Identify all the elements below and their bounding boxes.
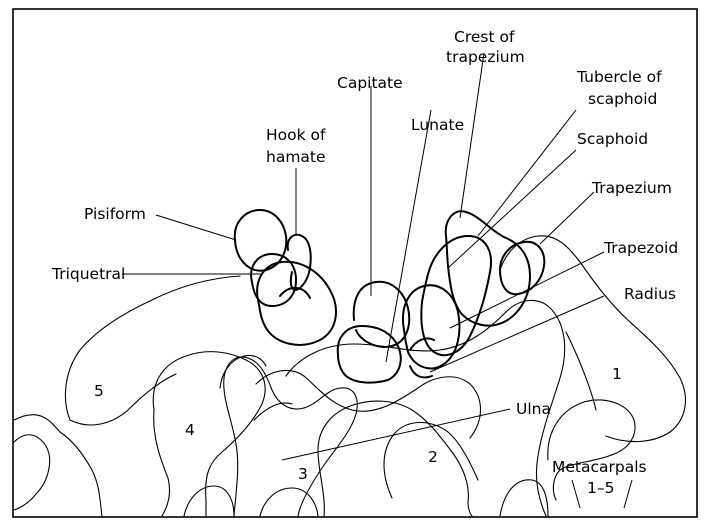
labels: Crest of trapezium Tubercle of scaphoid …	[51, 28, 678, 497]
capitate-bone	[352, 280, 411, 348]
label-triquetral: Triquetral	[51, 265, 125, 283]
metacarpal-number-3: 3	[298, 465, 308, 483]
label-hook-of-hamate-line1: Hook of	[266, 126, 326, 144]
label-pisiform: Pisiform	[84, 205, 146, 223]
metacarpal-1-head	[547, 399, 636, 501]
leader-trapezoid	[449, 251, 605, 329]
label-trapezium: Trapezium	[591, 179, 672, 197]
label-radius: Radius	[624, 285, 676, 303]
hamate-inner	[279, 287, 311, 299]
metacarpal-number-5: 5	[94, 382, 104, 400]
metacarpal-3-base	[253, 402, 293, 421]
label-trapezoid: Trapezoid	[603, 239, 678, 257]
label-hook-of-hamate-line2: hamate	[266, 148, 326, 166]
label-capitate: Capitate	[337, 74, 403, 92]
metacarpal-1-outline	[499, 235, 686, 443]
label-metacarpals-line1: Metacarpals	[552, 458, 647, 476]
scaphoid-bone	[402, 284, 461, 370]
leader-lines	[122, 52, 605, 461]
triquetral-bone	[250, 253, 297, 307]
trapezoid-bone	[420, 235, 492, 357]
label-scaphoid: Scaphoid	[577, 130, 648, 148]
leader-pisiform	[155, 214, 237, 241]
metacarpal-5-outline	[13, 275, 241, 517]
metacarpal-2-outline	[317, 400, 473, 517]
metacarpal-number-4: 4	[185, 421, 195, 439]
carpal-junction	[409, 365, 433, 379]
left-outline	[13, 434, 51, 511]
metacarpal-ticks	[571, 479, 633, 509]
metacarpal-tick-left	[571, 479, 581, 509]
leader-lunate	[385, 109, 432, 363]
metacarpal-1-shaft	[565, 331, 597, 411]
leader-trapezium	[539, 191, 595, 245]
leader-scaphoid	[447, 149, 577, 269]
metacarpal-outlines	[13, 235, 686, 517]
leader-ulna	[281, 408, 511, 461]
label-crest-of-trapezium-line1: Crest of	[454, 28, 515, 46]
hamate-bone	[256, 260, 337, 346]
label-tubercle-of-scaphoid-line1: Tubercle of	[576, 68, 662, 86]
label-tubercle-of-scaphoid-line2: scaphoid	[588, 90, 657, 108]
bottom-fragments	[183, 479, 549, 517]
metacarpal-tick-right	[623, 479, 633, 509]
leader-crest-of-trapezium	[459, 52, 485, 219]
metacarpal-2-base	[383, 422, 479, 499]
metacarpal-number-1: 1	[612, 365, 622, 383]
label-ulna: Ulna	[516, 400, 551, 418]
metacarpal-3-outline	[223, 356, 358, 517]
metacarpal-4-outline	[152, 351, 266, 517]
label-metacarpals-line2: 1–5	[587, 479, 614, 497]
metacarpal-number-2: 2	[428, 448, 438, 466]
figure-frame	[12, 8, 698, 518]
trapezium-bone	[444, 210, 531, 327]
leader-tubercle-of-scaphoid	[477, 109, 577, 237]
scaphoid-inner	[409, 337, 435, 351]
trapezium-crest	[499, 240, 546, 296]
pisiform-bone	[233, 209, 288, 272]
metacarpal-4-base	[219, 354, 267, 389]
metacarpal-5-shaft	[69, 373, 177, 426]
lunate-bone	[336, 325, 402, 384]
ulna-outline	[255, 369, 481, 439]
label-crest-of-trapezium-line2: trapezium	[446, 48, 525, 66]
carpal-bones	[233, 209, 546, 384]
label-lunate: Lunate	[411, 116, 464, 134]
leader-radius	[429, 295, 605, 373]
